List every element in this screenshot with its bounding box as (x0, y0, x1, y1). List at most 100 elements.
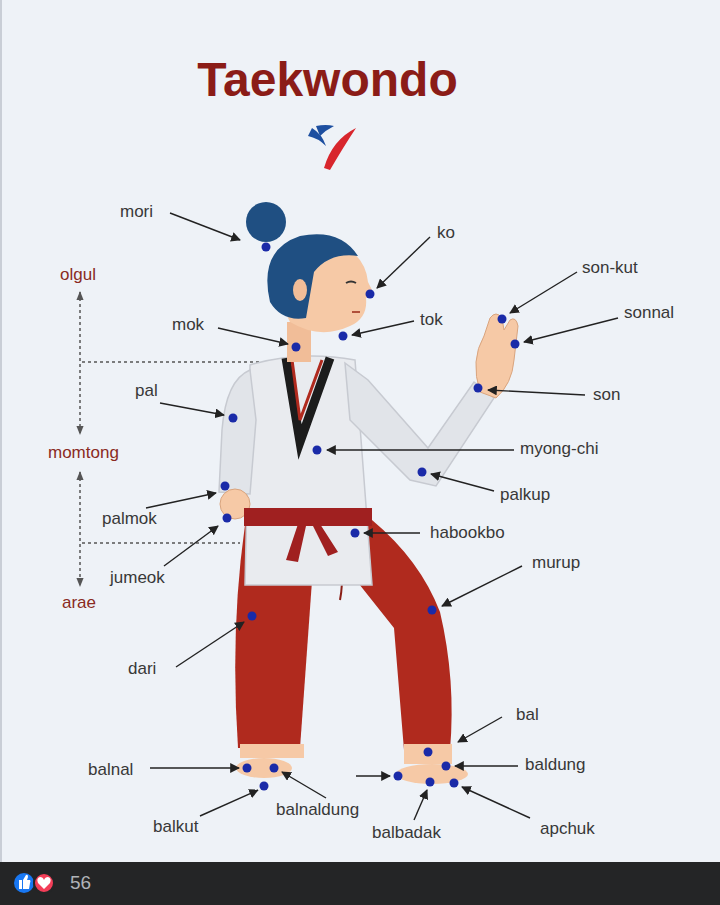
point-dot (313, 446, 322, 455)
body-part-label: son-kut (582, 258, 638, 278)
point-dot (474, 384, 483, 393)
body-part-label: sonnal (624, 303, 674, 323)
belt (244, 508, 372, 526)
body-part-label: son (593, 385, 620, 405)
ankle (240, 744, 304, 758)
zone-label: olgul (60, 265, 96, 285)
leader-line (524, 318, 618, 342)
body-part-label: balnal (88, 760, 133, 780)
body-part-label: mori (120, 202, 153, 222)
body-part-label: apchuk (540, 819, 595, 839)
footer-bar (0, 862, 720, 905)
body-part-label: habookbo (430, 523, 505, 543)
leader-line (462, 787, 530, 818)
leader-line (146, 213, 618, 820)
leader-line (160, 403, 224, 415)
point-dot (260, 782, 269, 791)
body-part-label: palmok (102, 509, 157, 529)
hair-bun (246, 202, 286, 242)
body-part-label: myong-chi (520, 439, 598, 459)
collar (286, 358, 330, 442)
leader-line (352, 321, 414, 335)
figure (219, 202, 518, 784)
footer-bar (19, 875, 31, 889)
leader-line (200, 790, 258, 816)
body-part-label: jumeok (110, 568, 165, 588)
leader-line (442, 566, 522, 606)
leader-line (488, 390, 585, 395)
zone-bracket (82, 542, 240, 544)
hair (267, 234, 358, 318)
point-dot (426, 778, 435, 787)
footer-bar (37, 877, 50, 889)
leader-line (218, 328, 288, 344)
foot (236, 758, 292, 778)
leader-line (414, 790, 427, 820)
leader-line (176, 622, 244, 667)
sleeve (219, 370, 256, 494)
body-part-label: balkut (153, 817, 198, 837)
point-dot (223, 514, 232, 523)
logo (308, 125, 356, 170)
point-dot (229, 414, 238, 423)
zone-bracket (79, 472, 81, 586)
belt-knot (286, 524, 338, 562)
collar-trim (292, 360, 322, 420)
hand (476, 314, 518, 398)
sleeve (345, 363, 494, 486)
point-dot (428, 606, 437, 615)
zone-bracket (79, 292, 81, 434)
point-dot (511, 340, 520, 349)
body-part-label: pal (135, 381, 158, 401)
body-part-label: tok (420, 310, 443, 330)
leader-line (164, 526, 218, 566)
point-dot (262, 243, 271, 252)
point-dot (366, 290, 375, 299)
ear (293, 279, 307, 301)
body-part-label: palkup (500, 485, 550, 505)
leader-line (356, 775, 390, 776)
zone-label: momtong (48, 443, 119, 463)
leader-line (458, 717, 502, 742)
point-dot (424, 748, 433, 757)
point-dot (418, 468, 427, 477)
leader-line (150, 767, 239, 768)
point-dot (351, 529, 360, 538)
body-part-label: bal (516, 705, 539, 725)
body-part-label: balbadak (372, 823, 441, 843)
body-part-label: balnaldung (276, 800, 359, 820)
point-dot (292, 343, 301, 352)
leader-line (146, 493, 216, 508)
point-dot (221, 482, 230, 491)
point-dot (243, 764, 252, 773)
footer-bar (14, 873, 34, 893)
reaction-count: 56 (70, 873, 91, 893)
ankle (404, 744, 452, 764)
leader-line (510, 272, 577, 313)
point-dot (450, 779, 459, 788)
eye (346, 282, 356, 284)
leader-line (170, 213, 240, 240)
title: Taekwondo (0, 52, 655, 107)
footer-bar (0, 862, 720, 905)
body-part-label: murup (532, 553, 580, 573)
background (0, 0, 720, 862)
point-dot (248, 612, 257, 621)
point-dot (339, 332, 348, 341)
zone-label: arae (62, 593, 96, 613)
point-dot (498, 315, 507, 324)
body-part-label: dari (128, 659, 156, 679)
body-part-label: ko (437, 223, 455, 243)
leader-line (282, 772, 326, 798)
body-part-label: baldung (525, 755, 586, 775)
footer-bar (34, 873, 54, 893)
mouth (352, 311, 360, 313)
frame-edge (0, 0, 2, 862)
logo (316, 125, 334, 136)
point-dot (442, 762, 451, 771)
body-part-label: mok (172, 315, 204, 335)
point-dot (270, 764, 279, 773)
leader-line (327, 449, 514, 450)
point-dot (394, 772, 403, 781)
